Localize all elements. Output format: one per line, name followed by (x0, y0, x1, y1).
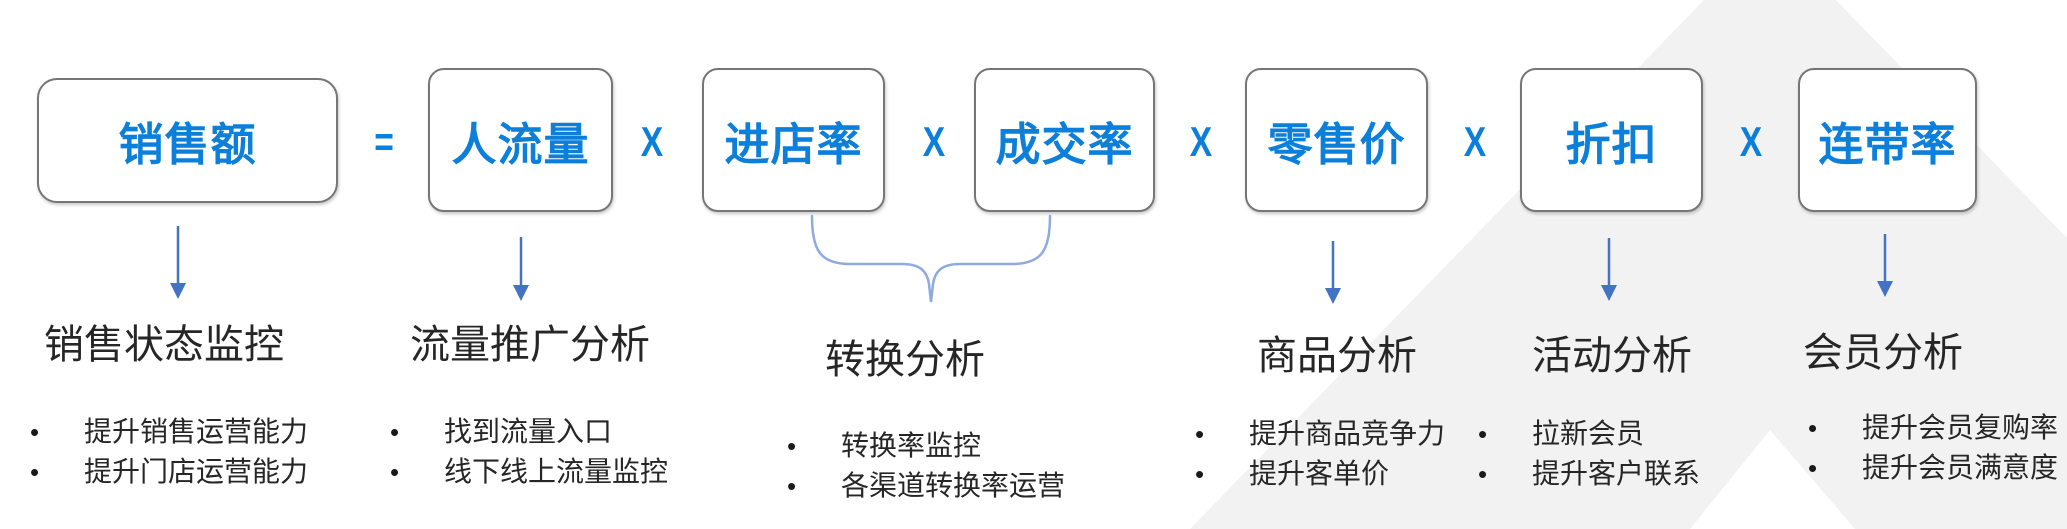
result-box-label: 销售额 (118, 119, 257, 170)
bullet-text: 提升门店运营能力 (84, 456, 309, 487)
bullet-icon: • (30, 457, 40, 487)
list-item: • 提升客户联系 (1478, 454, 1700, 494)
list-item: • 拉新会员 (1478, 414, 1700, 454)
section-title-traffic-promotion: 流量推广分析 (410, 323, 650, 367)
factor-box-label: 零售价 (1267, 118, 1406, 170)
bullet-icon: • (390, 417, 400, 447)
bullet-icon: • (787, 471, 797, 501)
section-title-campaign: 活动分析 (1532, 334, 1692, 378)
list-item: • 线下线上流量监控 (390, 452, 668, 492)
factor-box-label: 成交率 (995, 118, 1134, 170)
factor-box-entry-rate: 进店率 (702, 68, 885, 212)
bullet-text: 转换率监控 (841, 430, 982, 461)
bullet-text: 提升商品竞争力 (1249, 418, 1446, 449)
multiply-operator-5: X (1739, 118, 1763, 165)
list-item: • 提升商品竞争力 (1195, 414, 1445, 454)
list-item: • 提升客单价 (1195, 454, 1445, 494)
bullet-icon: • (30, 417, 40, 447)
bullet-text: 提升销售运营能力 (84, 416, 309, 447)
bullet-icon: • (1195, 459, 1205, 489)
bullet-text: 各渠道转换率运营 (841, 470, 1066, 501)
bullet-text: 拉新会员 (1532, 418, 1645, 449)
bullet-text: 提升会员满意度 (1862, 452, 2059, 483)
bullet-list-campaign: • 拉新会员 • 提升客户联系 (1478, 414, 1700, 494)
list-item: • 找到流量入口 (390, 412, 668, 452)
factor-box-discount: 折扣 (1520, 68, 1703, 212)
multiply-operator-1: X (640, 118, 664, 165)
bullet-icon: • (1478, 419, 1488, 449)
bullet-icon: • (1808, 413, 1818, 443)
bullet-text: 找到流量入口 (444, 416, 613, 447)
list-item: • 提升会员满意度 (1808, 448, 2058, 488)
bullet-list-traffic-promotion: • 找到流量入口 • 线下线上流量监控 (390, 412, 668, 492)
factor-box-label: 连带率 (1818, 118, 1957, 170)
list-item: • 提升会员复购率 (1808, 408, 2058, 448)
factor-box-attachment-rate: 连带率 (1798, 68, 1977, 212)
bullet-icon: • (1478, 459, 1488, 489)
factor-box-foot-traffic: 人流量 (428, 68, 613, 212)
result-box-sales: 销售额 (37, 78, 338, 203)
bullet-icon: • (390, 457, 400, 487)
bullet-icon: • (1195, 419, 1205, 449)
down-arrow-icon (170, 226, 1893, 304)
list-item: • 提升门店运营能力 (30, 452, 308, 492)
bullet-text: 提升客户联系 (1532, 458, 1701, 489)
bullet-text: 提升会员复购率 (1862, 412, 2059, 443)
factor-box-label: 折扣 (1565, 118, 1658, 170)
bullet-text: 提升客单价 (1249, 458, 1390, 489)
multiply-operator-4: X (1463, 118, 1487, 165)
bullet-icon: • (1808, 453, 1818, 483)
bullet-list-product: • 提升商品竞争力 • 提升客单价 (1195, 414, 1445, 494)
brace-icon (810, 214, 1052, 303)
list-item: • 提升销售运营能力 (30, 412, 308, 452)
section-title-conversion: 转换分析 (825, 338, 985, 382)
section-title-product: 商品分析 (1257, 334, 1417, 378)
bullet-icon: • (787, 431, 797, 461)
multiply-operator-2: X (922, 118, 946, 165)
factor-box-deal-rate: 成交率 (974, 68, 1155, 212)
bullet-text: 线下线上流量监控 (444, 456, 669, 487)
list-item: • 各渠道转换率运营 (787, 466, 1065, 506)
factor-box-label: 人流量 (451, 118, 590, 170)
multiply-operator-3: X (1189, 118, 1213, 165)
bullet-list-conversion: • 转换率监控 • 各渠道转换率运营 (787, 426, 1065, 506)
bullet-list-member: • 提升会员复购率 • 提升会员满意度 (1808, 408, 2058, 488)
bullet-list-sales-monitoring: • 提升销售运营能力 • 提升门店运营能力 (30, 412, 308, 492)
factor-box-label: 进店率 (724, 118, 863, 170)
list-item: • 转换率监控 (787, 426, 1065, 466)
factor-box-retail-price: 零售价 (1245, 68, 1428, 212)
section-title-member: 会员分析 (1803, 331, 1963, 375)
section-title-sales-monitoring: 销售状态监控 (44, 323, 284, 367)
equals-operator: = (374, 118, 394, 165)
